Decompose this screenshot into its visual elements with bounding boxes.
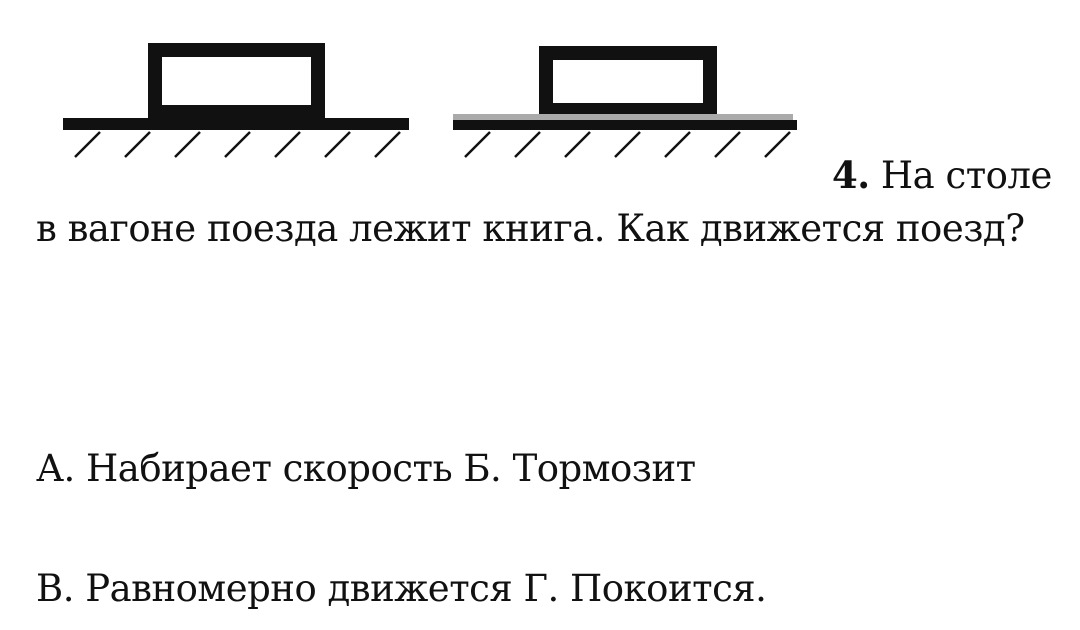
figures-svg bbox=[63, 43, 797, 158]
figure-book-on-table-left bbox=[63, 43, 409, 158]
figure-book-on-table-right bbox=[453, 46, 797, 158]
table-bar-left bbox=[63, 118, 409, 130]
question-line-2: в вагоне поезда лежит книга. Как движетс… bbox=[36, 207, 1025, 250]
question-number: 4. bbox=[832, 153, 870, 197]
answer-options-row-1: А. Набирает скорость Б. Тормозит bbox=[36, 447, 696, 490]
answer-options-row-2: В. Равномерно движется Г. Покоится. bbox=[36, 567, 767, 610]
book-rect-left bbox=[148, 43, 325, 119]
book-rect-right bbox=[539, 46, 717, 117]
table-bar-right bbox=[453, 120, 797, 130]
question-line-1: 4. На столе bbox=[832, 154, 1052, 197]
hatching-right bbox=[464, 131, 791, 158]
gray-layer bbox=[453, 114, 793, 120]
question-text-start: На столе bbox=[880, 154, 1052, 197]
hatching-left bbox=[74, 131, 401, 158]
